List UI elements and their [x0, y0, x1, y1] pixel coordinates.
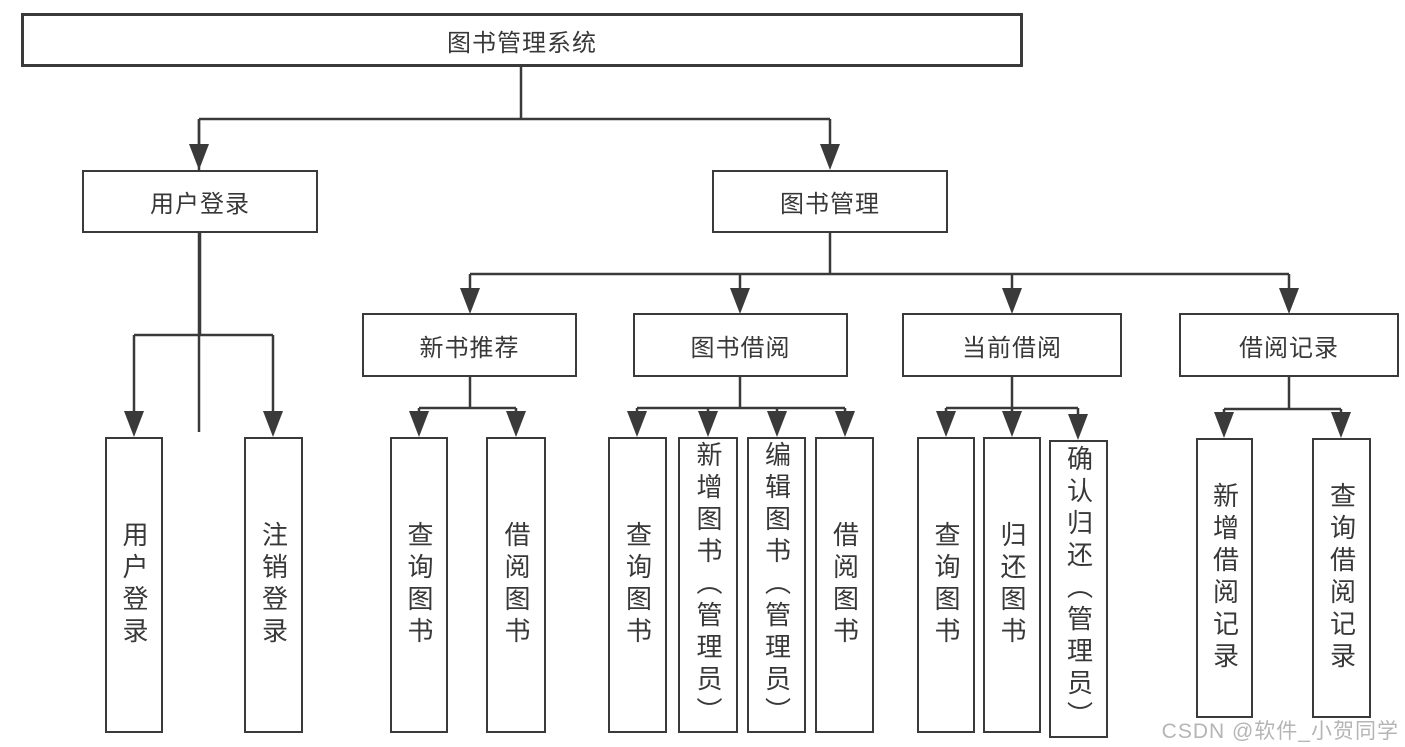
arrowhead [767, 411, 787, 437]
arrowhead [835, 411, 855, 437]
leaf-borrow-books: 借阅图书 [815, 437, 874, 733]
node-new-book-recommend-label: 新书推荐 [419, 334, 520, 362]
node-user-login-label: 用户登录 [150, 191, 250, 218]
arrowhead [1279, 288, 1299, 314]
leaf-query-borrow-record-label: 查询借阅记录 [1326, 482, 1357, 674]
arrowhead [1068, 414, 1088, 440]
leaf-user-login-label: 用户登录 [119, 521, 149, 649]
arrowhead [460, 288, 480, 314]
leaf-add-borrow-record: 新增借阅记录 [1196, 438, 1253, 718]
arrowhead [263, 411, 283, 437]
leaf-return-books: 归还图书 [983, 437, 1041, 733]
arrowhead [124, 411, 144, 437]
leaf-confirm-return-admin-label: 确认归还（管理员） [1063, 445, 1094, 733]
arrowhead [506, 411, 526, 437]
node-borrowing-records-label: 借阅记录 [1239, 334, 1339, 362]
leaf-query-books-newbook-label: 查询图书 [404, 521, 434, 649]
node-book-management-label: 图书管理 [780, 191, 880, 218]
node-root: 图书管理系统 [21, 13, 1023, 67]
arrowhead [730, 288, 750, 314]
leaf-query-books-current-label: 查询图书 [931, 521, 961, 649]
arrowhead [189, 144, 209, 170]
node-borrowing-records: 借阅记录 [1179, 313, 1399, 377]
arrowhead [627, 411, 647, 437]
node-current-borrowing: 当前借阅 [902, 313, 1122, 377]
arrowheads [124, 144, 1351, 440]
leaf-borrow-books-newbook-label: 借阅图书 [501, 521, 531, 649]
connector-user-login-branch [132, 233, 275, 432]
leaf-add-borrow-record-label: 新增借阅记录 [1209, 482, 1240, 674]
arrowhead [409, 411, 429, 437]
node-root-label: 图书管理系统 [447, 29, 597, 57]
arrowhead [820, 144, 840, 170]
arrowhead [698, 411, 718, 437]
leaf-query-books-current: 查询图书 [917, 437, 975, 733]
leaf-add-book-admin-label: 新增图书（管理员） [693, 441, 723, 729]
arrowhead [1331, 412, 1351, 438]
arrowhead [1002, 411, 1022, 437]
arrowhead [1002, 288, 1022, 314]
arrowhead [936, 411, 956, 437]
connector-paths [132, 67, 1343, 435]
node-user-login: 用户登录 [82, 170, 318, 233]
leaf-borrow-books-newbook: 借阅图书 [486, 437, 546, 733]
leaf-confirm-return-admin: 确认归还（管理员） [1049, 440, 1108, 738]
arrowhead [1214, 412, 1234, 438]
leaf-edit-book-admin: 编辑图书（管理员） [747, 437, 806, 733]
leaf-user-login: 用户登录 [105, 437, 163, 733]
node-current-borrowing-label: 当前借阅 [962, 334, 1062, 362]
leaf-query-books-newbook: 查询图书 [390, 437, 448, 733]
node-new-book-recommend: 新书推荐 [362, 313, 577, 377]
leaf-edit-book-admin-label: 编辑图书（管理员） [761, 441, 792, 729]
connector-book-mgmt-branch [468, 233, 1291, 309]
watermark: CSDN @软件_小贺同学 [1161, 720, 1399, 743]
node-book-borrowing-label: 图书借阅 [690, 334, 791, 362]
leaf-query-borrow-record: 查询借阅记录 [1312, 438, 1371, 718]
connector-records-branch [1222, 377, 1343, 433]
connector-book-borrow-branch [635, 377, 847, 432]
leaf-logout: 注销登录 [244, 437, 303, 733]
leaf-query-books-borrow-label: 查询图书 [622, 521, 653, 649]
leaf-return-books-label: 归还图书 [997, 521, 1027, 649]
leaf-logout-label: 注销登录 [258, 521, 289, 649]
node-book-management: 图书管理 [712, 170, 948, 233]
connector-new-book-branch [417, 377, 518, 432]
node-book-borrowing: 图书借阅 [633, 313, 848, 377]
leaf-query-books-borrow: 查询图书 [608, 437, 667, 733]
leaf-borrow-books-label: 借阅图书 [829, 521, 860, 649]
connector-root-branch [197, 67, 832, 432]
leaf-add-book-admin: 新增图书（管理员） [678, 437, 738, 733]
